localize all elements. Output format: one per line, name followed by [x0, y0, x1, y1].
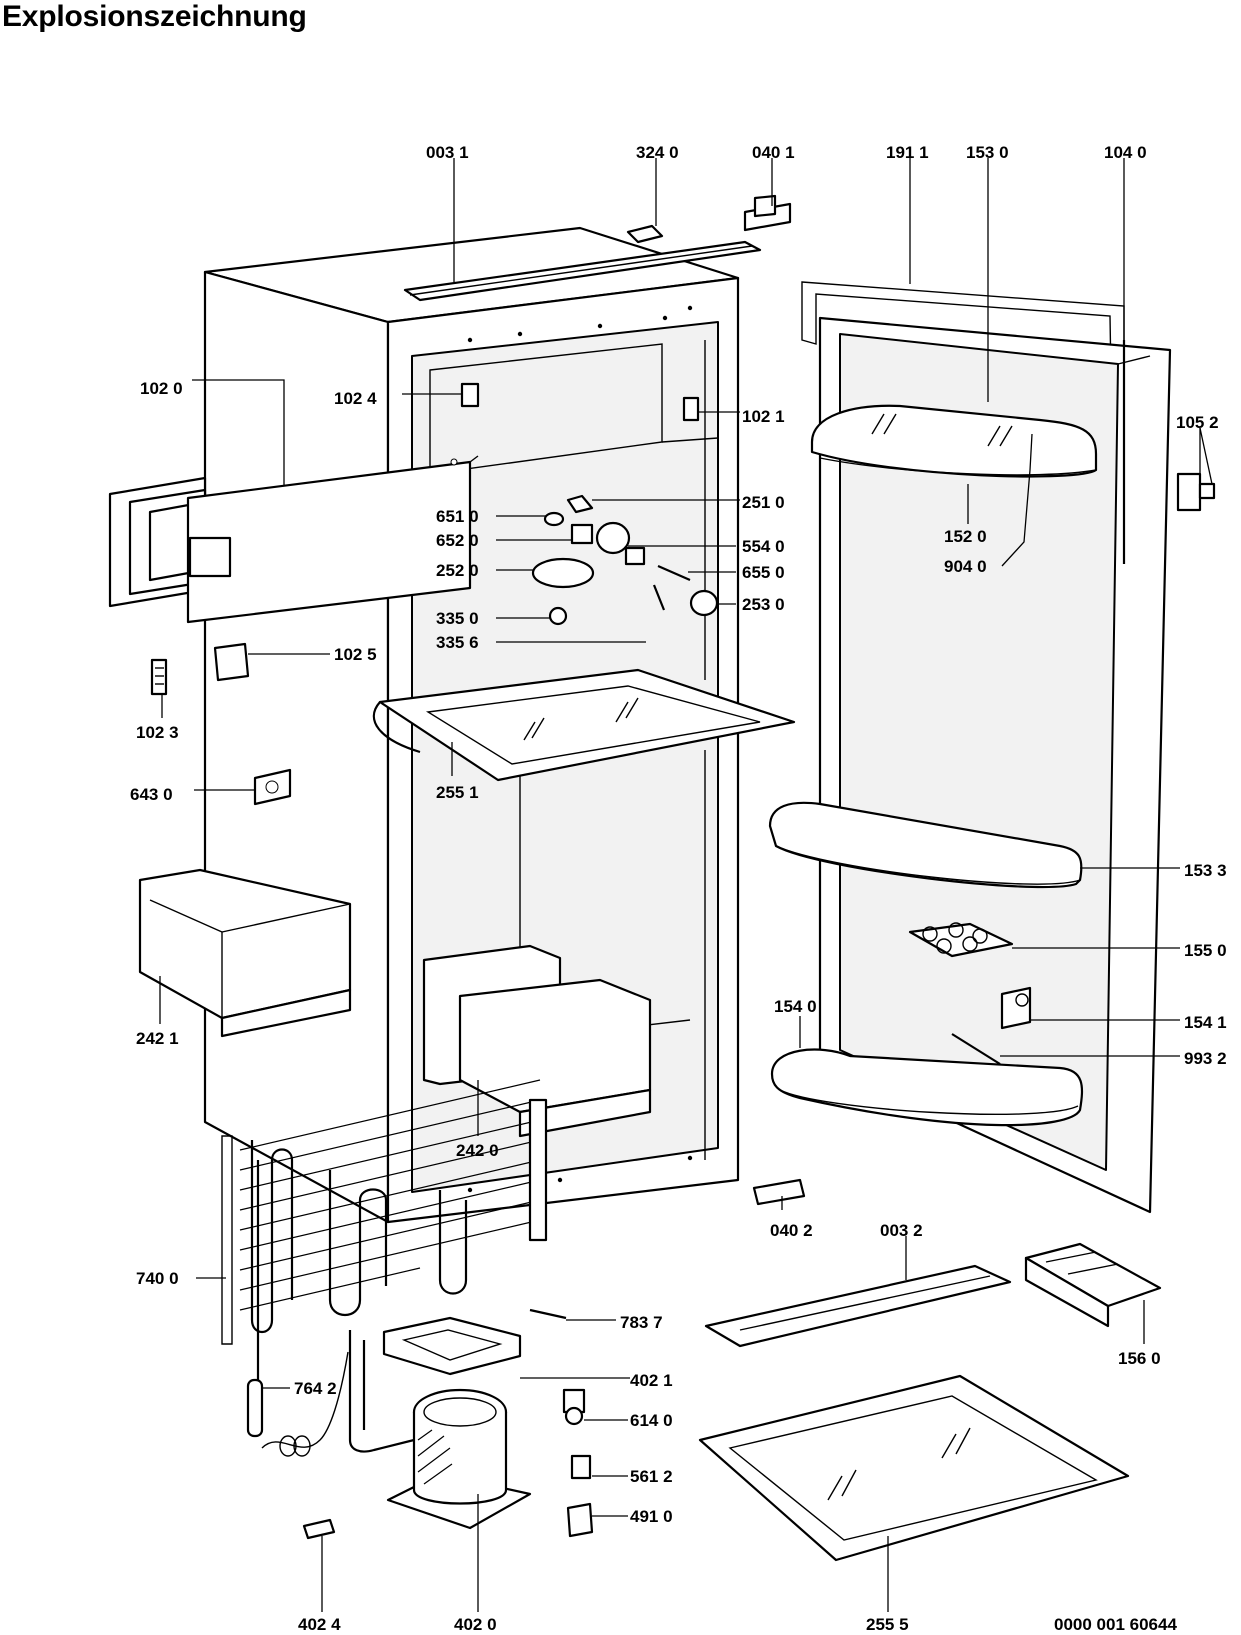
top-rail-part: [403, 240, 762, 302]
label-614-0: 614 0: [630, 1411, 673, 1430]
label-156-0: 156 0: [1118, 1349, 1161, 1368]
label-993-2: 993 2: [1184, 1049, 1227, 1068]
hinge-bracket-top: [743, 194, 792, 232]
compressor: [386, 1388, 532, 1530]
label-003-2: 003 2: [880, 1221, 923, 1240]
label-102-0: 102 0: [140, 379, 183, 398]
label-783-7: 783 7: [620, 1313, 663, 1332]
label-255-1: 255 1: [436, 783, 479, 802]
label-155-0: 155 0: [1184, 941, 1227, 960]
glass-shelf-lower: [698, 1374, 1130, 1562]
label-152-0: 152 0: [944, 527, 987, 546]
label-154-0: 154 0: [774, 997, 817, 1016]
hinge-bracket-side: [1176, 472, 1216, 512]
crisper-drawer-left: [138, 868, 352, 1038]
bottle-holder: [1000, 986, 1032, 1030]
door-shelf-bottom: [770, 1048, 1084, 1127]
condenser: [221, 1079, 548, 1345]
label-561-2: 561 2: [630, 1467, 673, 1486]
label-335-6: 335 6: [436, 633, 479, 652]
door-shelf-middle: [768, 801, 1083, 889]
part-4024: [302, 1518, 336, 1540]
label-904-0: 904 0: [944, 557, 987, 576]
diagram-title: Explosionszeichnung: [2, 0, 307, 33]
freezer-door-assembly: [108, 455, 479, 624]
label-102-5: 102 5: [334, 645, 377, 664]
label-003-1: 003 1: [426, 143, 469, 162]
egg-tray: [908, 922, 1014, 958]
label-324-0: 324 0: [636, 143, 679, 162]
label-102-1: 102 1: [742, 407, 785, 426]
part-labels: 003 1 324 0 040 1 191 1 153 0 104 0 102 …: [130, 143, 1227, 1634]
glass-shelf-upper: [372, 668, 796, 782]
label-154-1: 154 1: [1184, 1013, 1227, 1032]
label-643-0: 643 0: [130, 785, 173, 804]
hinge-bracket-bottom: [752, 1178, 806, 1206]
compressor-bracket: [382, 1316, 522, 1376]
label-335-0: 335 0: [436, 609, 479, 628]
door-shelf-top: [810, 404, 1098, 478]
label-102-4: 102 4: [334, 389, 377, 408]
label-255-5: 255 5: [866, 1615, 909, 1634]
part-1021: [682, 396, 700, 422]
label-740-0: 740 0: [136, 1269, 179, 1288]
part-1023: [150, 658, 168, 696]
label-402-4: 402 4: [298, 1615, 341, 1634]
label-104-0: 104 0: [1104, 143, 1147, 162]
label-040-1: 040 1: [752, 143, 795, 162]
label-040-2: 040 2: [770, 1221, 813, 1240]
label-251-0: 251 0: [742, 493, 785, 512]
relay-parts: [562, 1388, 594, 1538]
label-402-0: 402 0: [454, 1615, 497, 1634]
part-1025: [213, 642, 250, 682]
label-191-1: 191 1: [886, 143, 929, 162]
label-242-1: 242 1: [136, 1029, 179, 1048]
label-153-0: 153 0: [966, 143, 1009, 162]
capillary-tube: [246, 1160, 349, 1457]
part-6430: [253, 768, 292, 806]
label-491-0: 491 0: [630, 1507, 673, 1526]
ice-cube-tray: [1024, 1242, 1162, 1328]
label-764-2: 764 2: [294, 1379, 337, 1398]
plinth-rail: [704, 1264, 1012, 1348]
part-7837: [529, 1308, 567, 1320]
document-number: 0000 001 60644: [1054, 1615, 1177, 1634]
thermostat-group: [531, 494, 719, 626]
fridge-door: [801, 281, 1172, 1214]
label-253-0: 253 0: [742, 595, 785, 614]
leader-lines: [159, 158, 1213, 1612]
label-153-3: 153 3: [1184, 861, 1227, 880]
part-9932: [951, 1033, 1001, 1065]
label-652-0: 652 0: [436, 531, 479, 550]
clip-part-3240: [626, 224, 664, 244]
label-554-0: 554 0: [742, 537, 785, 556]
crisper-drawer-right: [422, 944, 652, 1138]
label-655-0: 655 0: [742, 563, 785, 582]
label-402-1: 402 1: [630, 1371, 673, 1390]
label-105-2: 105 2: [1176, 413, 1219, 432]
label-252-0: 252 0: [436, 561, 479, 580]
part-1024: [460, 382, 480, 408]
label-242-0: 242 0: [456, 1141, 499, 1160]
pipe-loop: [348, 1330, 415, 1453]
label-651-0: 651 0: [436, 507, 479, 526]
label-102-3: 102 3: [136, 723, 179, 742]
